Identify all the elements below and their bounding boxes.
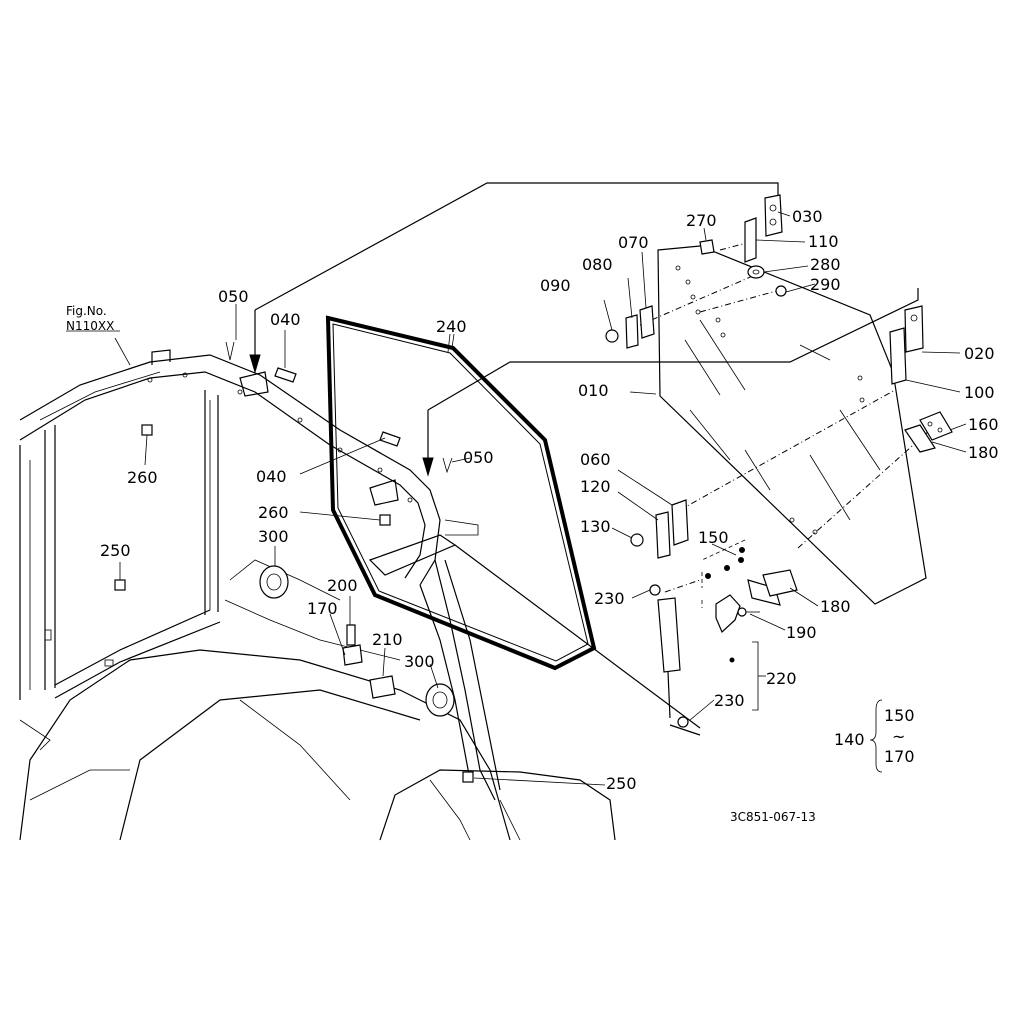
callout-010: 010 xyxy=(578,381,609,400)
figure-reference: Fig.No. N110XX 3C851-067-13 xyxy=(66,304,816,824)
callout-labels: 050 040 240 040 050 260 260 250 300 200 … xyxy=(100,207,999,793)
callout-220: 220 xyxy=(766,669,797,688)
fig-no-label: Fig.No. xyxy=(66,304,107,318)
assembly-lines xyxy=(249,182,931,736)
callout-150: 150 xyxy=(698,528,729,547)
leader-lines xyxy=(66,211,967,786)
callout-180-lower: 180 xyxy=(820,597,851,616)
kit-range-tilde: ~ xyxy=(892,727,905,746)
callout-120: 120 xyxy=(580,477,611,496)
kit-number: 140 xyxy=(834,730,865,749)
callout-190: 190 xyxy=(786,623,817,642)
callout-250-left: 250 xyxy=(100,541,131,560)
kit-brace xyxy=(869,699,883,773)
callout-180-right: 180 xyxy=(968,443,999,462)
callout-290: 290 xyxy=(810,275,841,294)
callout-050-top: 050 xyxy=(218,287,249,306)
callout-170: 170 xyxy=(307,599,338,618)
callout-300-left: 300 xyxy=(258,527,289,546)
callout-060: 060 xyxy=(580,450,611,469)
callout-030: 030 xyxy=(792,207,823,226)
callout-020: 020 xyxy=(964,344,995,363)
callout-240: 240 xyxy=(436,317,467,336)
callout-230-bottom: 230 xyxy=(714,691,745,710)
drawing-code: 3C851-067-13 xyxy=(730,810,816,824)
callout-230-top: 230 xyxy=(594,589,625,608)
callout-070: 070 xyxy=(618,233,649,252)
fig-no-value: N110XX xyxy=(66,319,114,333)
callout-260-mid: 260 xyxy=(258,503,289,522)
callout-100: 100 xyxy=(964,383,995,402)
callout-210: 210 xyxy=(372,630,403,649)
callout-260-left: 260 xyxy=(127,468,158,487)
callout-040-mid: 040 xyxy=(256,467,287,486)
callout-280: 280 xyxy=(810,255,841,274)
callout-050-mid: 050 xyxy=(463,448,494,467)
kit-range-end: 170 xyxy=(884,747,915,766)
callout-250-right: 250 xyxy=(606,774,637,793)
callout-110: 110 xyxy=(808,232,839,251)
hardware-parts xyxy=(114,194,953,783)
kit-range-start: 150 xyxy=(884,706,915,725)
callout-270: 270 xyxy=(686,211,717,230)
callout-200: 200 xyxy=(327,576,358,595)
callout-130: 130 xyxy=(580,517,611,536)
callout-040-top: 040 xyxy=(270,310,301,329)
callout-160: 160 xyxy=(968,415,999,434)
callout-090: 090 xyxy=(540,276,571,295)
kit-range: 140 150 ~ 170 xyxy=(834,699,915,773)
rear-glass-240 xyxy=(325,315,597,671)
callout-300-right: 300 xyxy=(404,652,435,671)
door-glass-010 xyxy=(657,245,927,605)
callout-080: 080 xyxy=(582,255,613,274)
